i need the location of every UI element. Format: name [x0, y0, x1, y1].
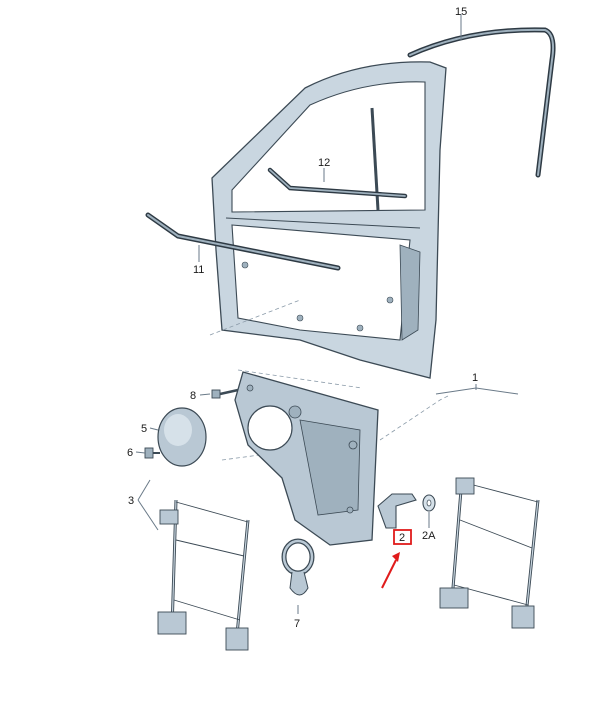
label-1: 1	[472, 372, 478, 384]
label-15: 15	[455, 6, 467, 18]
leader-lines	[135, 14, 519, 614]
label-11: 11	[193, 264, 204, 276]
door-frame	[211, 61, 447, 379]
highlight-arrow	[381, 559, 397, 589]
seal-ring	[281, 538, 315, 596]
highlight-callout	[381, 529, 412, 589]
label-8: 8	[190, 390, 196, 402]
window-regulator-left	[157, 499, 250, 651]
label-3: 3	[128, 495, 134, 507]
outer-window-strip	[145, 212, 341, 271]
cover-cap	[157, 407, 207, 467]
highlight-box	[393, 529, 412, 545]
label-7: 7	[294, 618, 300, 630]
window-regulator-right	[439, 477, 540, 629]
inner-window-strip	[267, 167, 408, 199]
label-2a: 2A	[422, 530, 436, 542]
window-crank-handle	[377, 493, 417, 529]
washer	[422, 494, 436, 512]
label-12: 12	[318, 157, 330, 169]
label-6: 6	[127, 447, 133, 459]
label-2: 2	[399, 532, 405, 544]
part-labels: 15 12 11 1 8 5 6 3 2 2A 7	[127, 6, 478, 630]
screw	[144, 447, 160, 459]
bolt	[211, 388, 239, 399]
window-channel-seal	[407, 27, 556, 178]
label-5: 5	[141, 423, 147, 435]
door-carrier-plate	[234, 371, 379, 546]
